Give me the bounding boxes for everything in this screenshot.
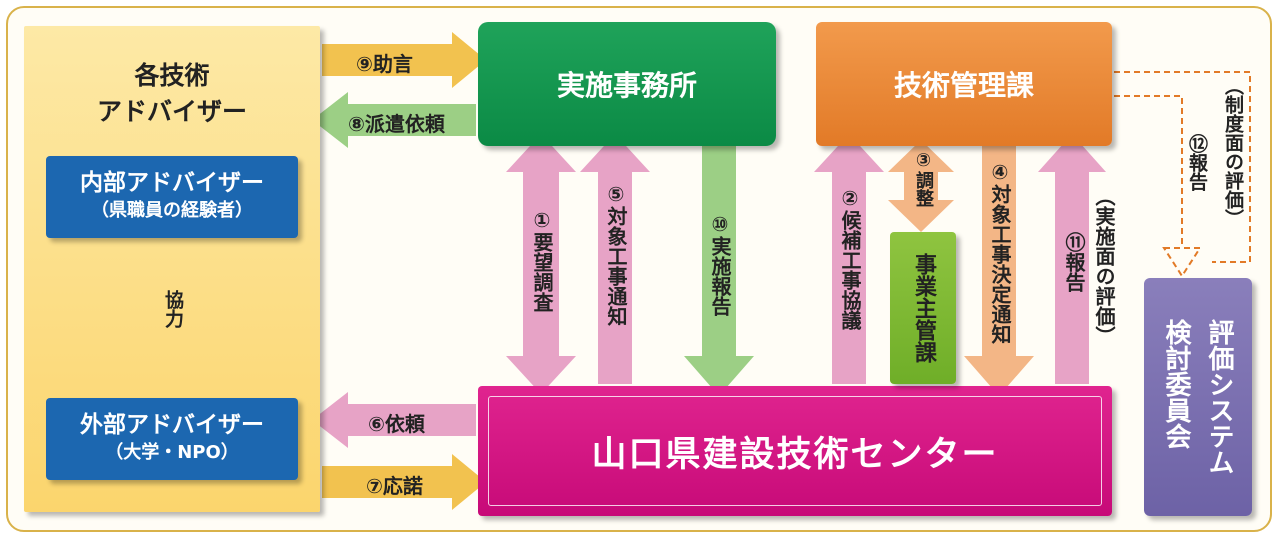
- committee-label-line1: 評価システム: [1204, 319, 1234, 475]
- flow-label-target-notice: ⑤対象工事通知: [604, 182, 628, 326]
- arrow-committee-report: [1114, 71, 1251, 278]
- center-inner-border: [488, 396, 1102, 506]
- arrow-candidate-consult: [814, 134, 884, 384]
- business-owner-box: 事業主管課: [890, 232, 956, 384]
- arrow-report: [1038, 134, 1106, 384]
- committee-box: 評価システム 検討委員会: [1144, 278, 1252, 516]
- flow-label-needs-survey: ①要望調査: [530, 208, 554, 312]
- advisor-title-line2: アドバイザー: [96, 97, 247, 126]
- flow-label-candidate-consult: ②候補工事協議: [838, 186, 862, 330]
- external-advisor-box: 外部アドバイザー （大学・NPO）: [46, 398, 298, 480]
- arrow-acceptance: [322, 454, 486, 510]
- arrow-request: [312, 392, 476, 448]
- arrow-advice: [322, 32, 486, 88]
- arrow-target-notice: [580, 134, 650, 384]
- external-advisor-label: 外部アドバイザー: [80, 412, 264, 438]
- arrow-implementation-report: [684, 146, 754, 396]
- flow-label-acceptance: ⑦応諾: [366, 474, 423, 498]
- tech-management-label: 技術管理課: [893, 69, 1034, 102]
- flow-label-implementation-report: ⑩実施報告: [708, 212, 732, 316]
- flow-label-report-note: （実施面の評価）: [1092, 186, 1116, 346]
- advisor-panel-title: 各技術 アドバイザー: [24, 58, 320, 130]
- internal-advisor-box: 内部アドバイザー （県職員の経験者）: [46, 156, 298, 238]
- flow-label-advice: ⑨助言: [356, 52, 413, 76]
- external-advisor-sublabel: （大学・NPO）: [105, 442, 239, 463]
- flow-label-dispatch-request: ⑧派遣依頼: [348, 112, 445, 136]
- flow-label-decision-notice: ④対象工事決定通知: [988, 160, 1012, 344]
- flow-label-report: ⑪報告: [1062, 232, 1086, 292]
- advisor-title-line1: 各技術: [134, 61, 210, 90]
- internal-advisor-sublabel: （県職員の経験者）: [91, 200, 253, 221]
- flow-label-request: ⑥依頼: [368, 412, 425, 436]
- flow-label-committee-note: （制度面の評価）: [1222, 76, 1244, 228]
- office-box: 実施事務所: [478, 22, 776, 146]
- internal-advisor-label: 内部アドバイザー: [80, 170, 264, 196]
- flow-label-committee-report: ⑫報告: [1186, 134, 1208, 191]
- office-label: 実施事務所: [556, 69, 697, 102]
- arrow-decision-notice: [964, 146, 1034, 396]
- arrow-dispatch-request: [312, 92, 476, 148]
- center-label: 山口県建設技術センター: [591, 434, 999, 475]
- center-box: 山口県建設技術センター: [478, 386, 1112, 516]
- flow-label-adjustment: ③調整: [913, 150, 934, 207]
- cooperation-label: 協力: [162, 290, 184, 328]
- arrow-needs-survey: [506, 134, 576, 394]
- arrow-adjustment: [888, 140, 954, 232]
- business-owner-label: 事業主管課: [911, 253, 936, 363]
- tech-management-box: 技術管理課: [816, 22, 1112, 146]
- committee-label-line2: 検討委員会: [1161, 319, 1191, 449]
